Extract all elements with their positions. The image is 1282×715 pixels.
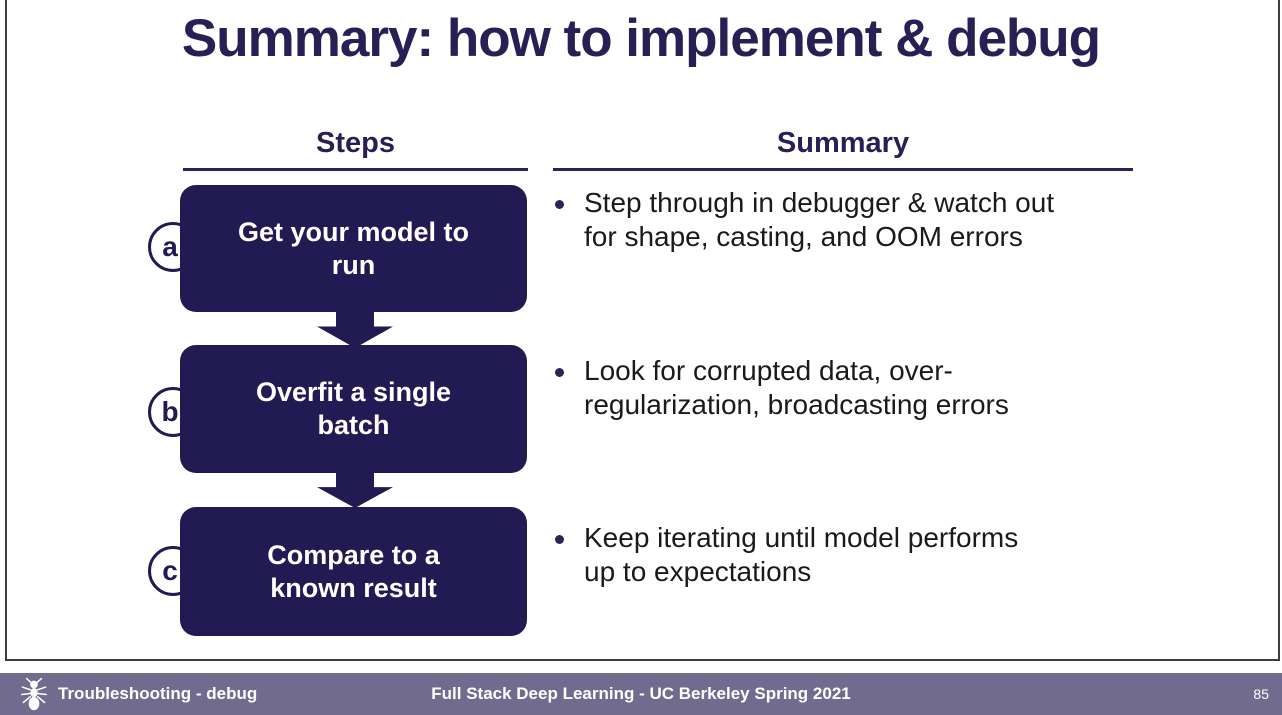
slide-title: Summary: how to implement & debug bbox=[181, 9, 1101, 68]
page-number: 85 bbox=[1253, 686, 1269, 702]
bullet-icon bbox=[555, 200, 564, 209]
steps-column-header: Steps bbox=[316, 127, 395, 159]
page-border-left bbox=[5, 0, 7, 661]
steps-header-underline bbox=[183, 168, 528, 171]
summary-bullet-c-line-1: Keep iterating until model performs bbox=[584, 522, 1019, 553]
step-box-c-label-line-1: Compare to a bbox=[267, 539, 440, 570]
summary-bullet-b: Look for corrupted data, over- regulariz… bbox=[584, 354, 1164, 422]
step-box-b: Overfit a single batch bbox=[180, 345, 527, 473]
down-arrow-icon bbox=[317, 311, 393, 348]
step-letter-a: a bbox=[162, 231, 178, 262]
step-box-a: Get your model to run bbox=[180, 185, 527, 312]
footer-section-label: Troubleshooting - debug bbox=[58, 684, 258, 703]
step-box-a-label-line-1: Get your model to bbox=[237, 216, 470, 247]
summary-bullet-a-line-1: Step through in debugger & watch out bbox=[584, 187, 1055, 218]
ant-icon bbox=[21, 677, 47, 711]
summary-bullet-c-line-2: up to expectations bbox=[584, 556, 812, 587]
summary-bullet-a: Step through in debugger & watch out for… bbox=[584, 186, 1164, 254]
summary-bullet-a-line-2: for shape, casting, and OOM errors bbox=[584, 221, 1023, 252]
summary-bullet-c: Keep iterating until model performs up t… bbox=[584, 521, 1164, 589]
step-letter-b: b bbox=[161, 396, 179, 427]
summary-bullet-b-line-2: regularization, broadcasting errors bbox=[584, 389, 1009, 420]
footer-course-label: Full Stack Deep Learning - UC Berkeley S… bbox=[431, 684, 851, 703]
bullet-icon bbox=[555, 535, 564, 544]
footer-bar: Troubleshooting - debug Full Stack Deep … bbox=[0, 673, 1282, 715]
summary-bullet-b-line-1: Look for corrupted data, over- bbox=[584, 355, 953, 386]
step-box-a-label-line-2: run bbox=[331, 249, 376, 280]
page-border-bottom bbox=[5, 659, 1280, 661]
summary-column-header: Summary bbox=[776, 127, 910, 159]
step-box-c-label-line-2: known result bbox=[270, 572, 437, 603]
down-arrow-icon bbox=[317, 472, 393, 508]
step-box-b-label-line-1: Overfit a single bbox=[255, 377, 452, 407]
page-border-right bbox=[1278, 0, 1280, 661]
summary-header-underline bbox=[553, 168, 1133, 171]
step-box-b-label-line-2: batch bbox=[317, 410, 390, 440]
step-box-c: Compare to a known result bbox=[180, 507, 527, 636]
step-letter-c: c bbox=[162, 555, 178, 586]
bullet-icon bbox=[555, 368, 564, 377]
